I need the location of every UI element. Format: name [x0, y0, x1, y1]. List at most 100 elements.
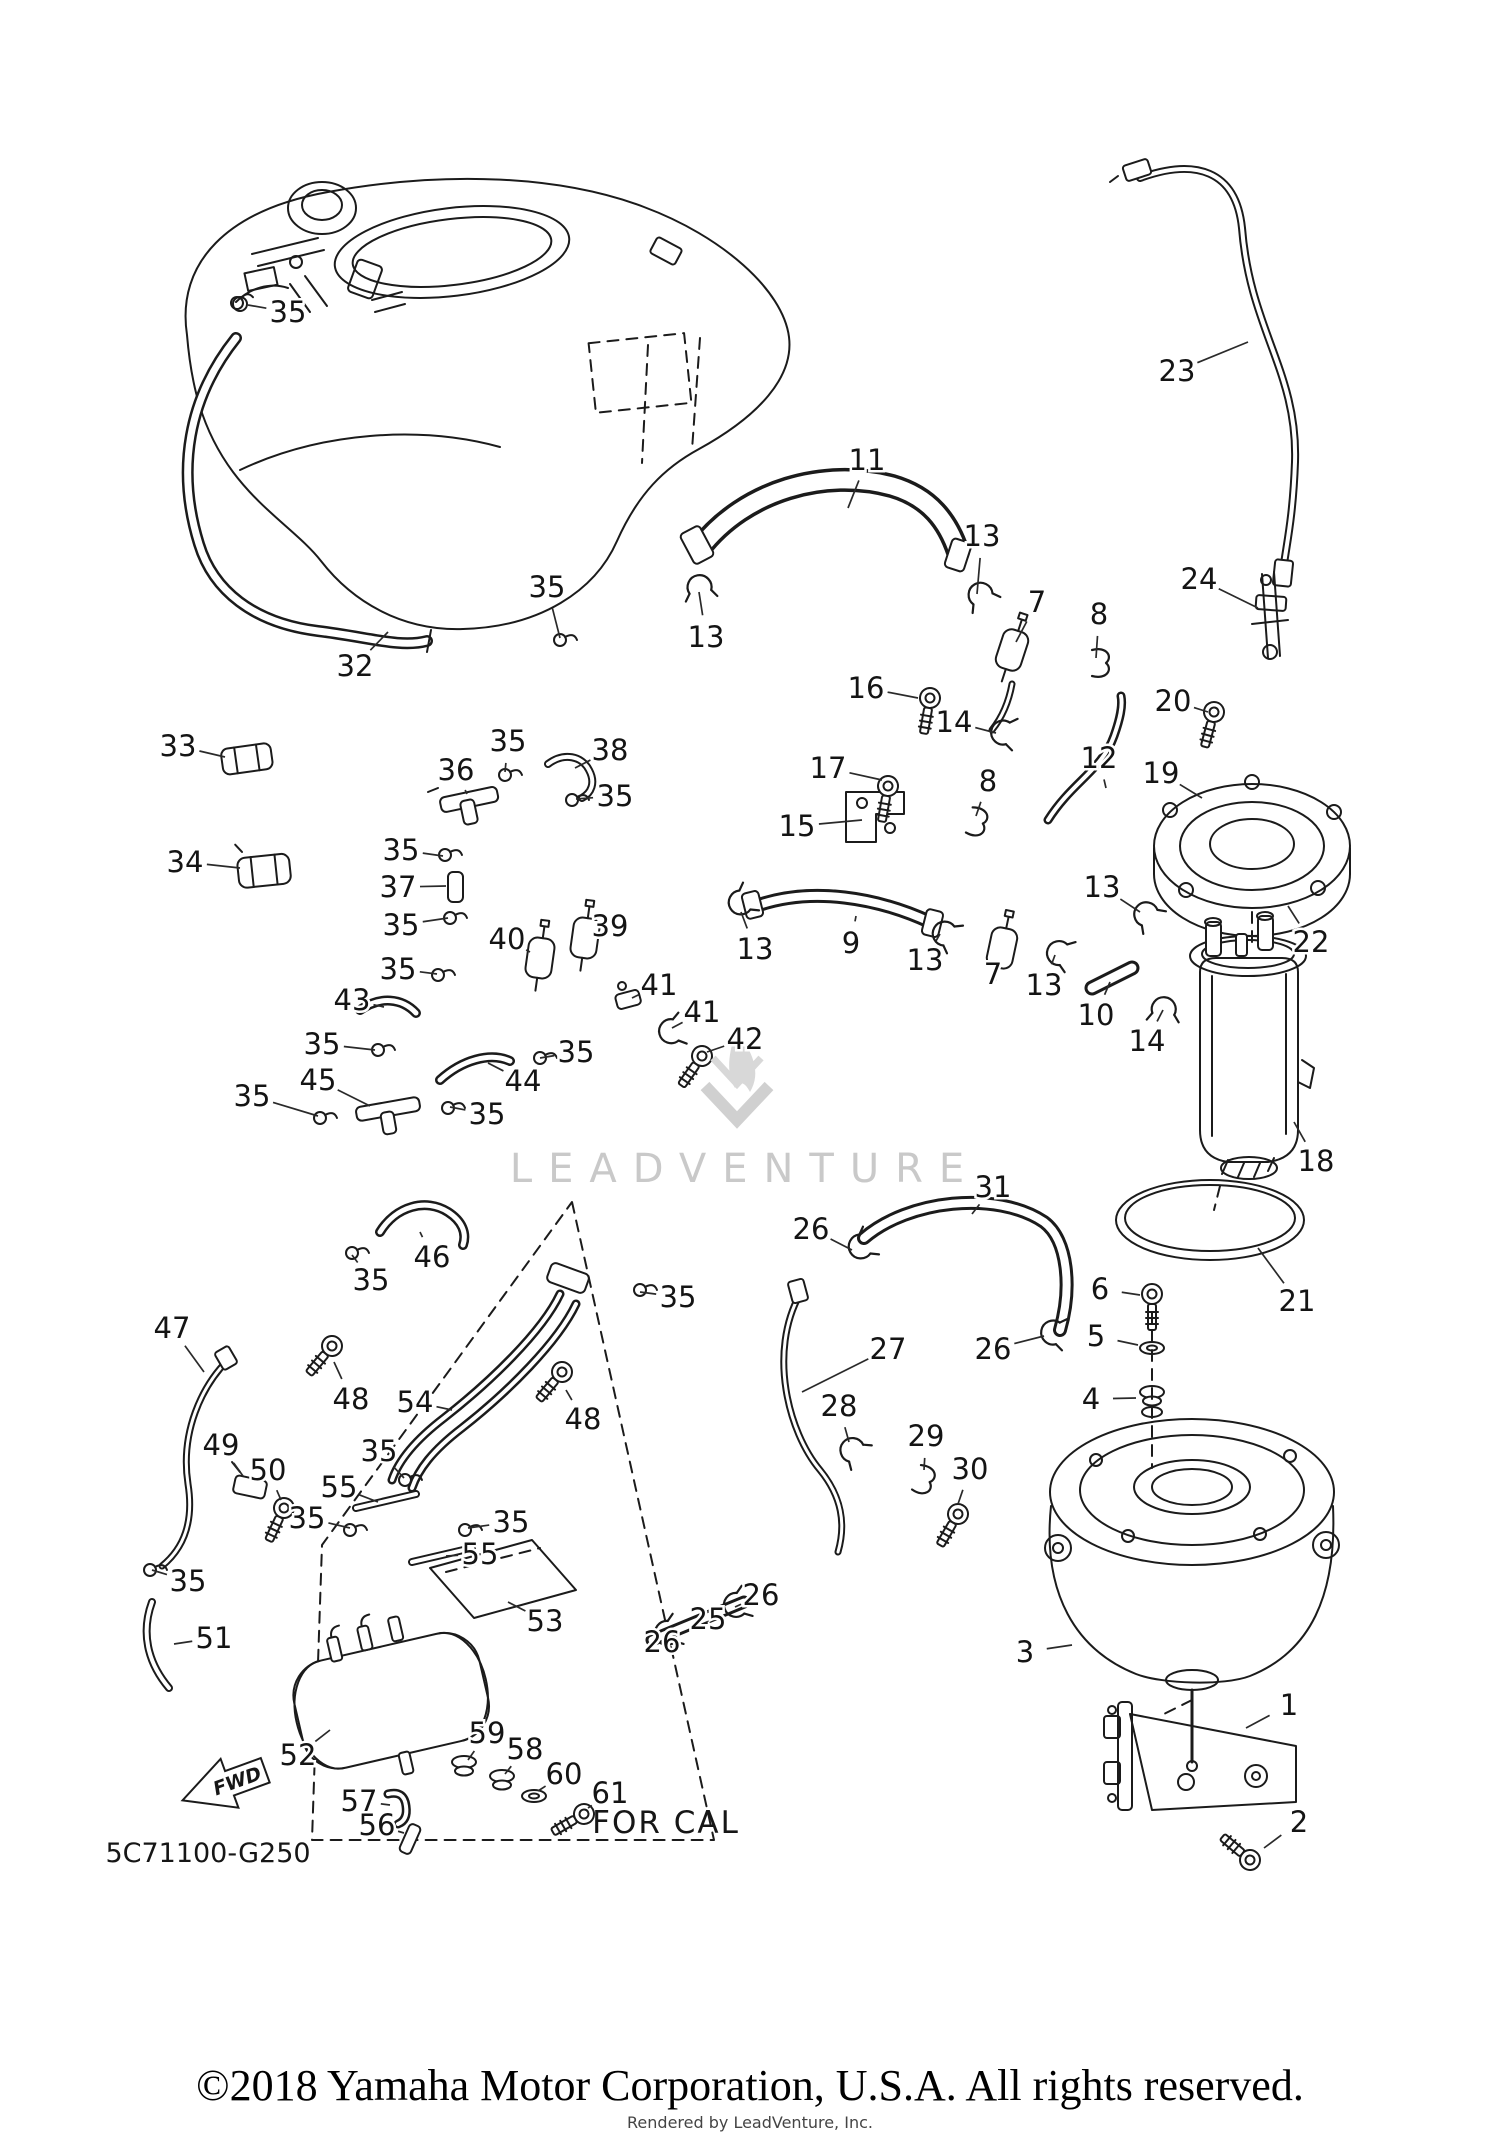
callout-35: 35: [380, 952, 417, 986]
leader-line: [333, 1361, 343, 1380]
leader-line: [830, 1238, 853, 1251]
leader-line: [734, 1603, 742, 1608]
leader-line: [1014, 1335, 1045, 1345]
callout-11: 11: [849, 443, 886, 477]
leader-line: [1050, 954, 1056, 965]
leader-line: [639, 1291, 657, 1295]
watermark-flame-icon: [729, 1030, 756, 1092]
leader-line: [272, 1101, 319, 1117]
callout-50: 50: [250, 1453, 287, 1487]
callout-18: 18: [1298, 1144, 1335, 1178]
callout-36: 36: [438, 753, 475, 787]
fwd-arrow-icon: [180, 1756, 271, 1809]
callout-1: 1: [1280, 1688, 1298, 1722]
callout-49: 49: [203, 1428, 240, 1462]
callout-61: 61: [592, 1776, 629, 1810]
leader-line: [351, 1254, 359, 1263]
callout-30: 30: [952, 1452, 989, 1486]
callout-8: 8: [1090, 597, 1108, 631]
callout-48: 48: [333, 1382, 370, 1416]
callout-58: 58: [507, 1732, 544, 1766]
leader-line: [1112, 1397, 1137, 1400]
callout-42: 42: [727, 1022, 764, 1056]
callout-55: 55: [462, 1537, 499, 1571]
leader-line: [631, 993, 640, 999]
callout-35: 35: [361, 1434, 398, 1468]
leader-line: [487, 1062, 504, 1072]
canister: [292, 1613, 599, 1855]
callout-35: 35: [660, 1280, 697, 1314]
leader-line: [1287, 905, 1300, 924]
callout-14: 14: [936, 705, 973, 739]
leader-line: [1179, 783, 1203, 799]
callout-37: 37: [380, 870, 417, 904]
callout-8: 8: [979, 764, 997, 798]
callout-25: 25: [690, 1602, 727, 1636]
leader-line: [369, 631, 389, 651]
callout-17: 17: [810, 751, 847, 785]
leader-line: [1197, 341, 1249, 364]
rendered-by-text: Rendered by LeadVenture, Inc.: [627, 2113, 873, 2132]
callout-13: 13: [1084, 870, 1121, 904]
callout-54: 54: [397, 1385, 434, 1419]
callout-35: 35: [383, 908, 420, 942]
leader-line: [818, 819, 863, 825]
leader-line: [935, 933, 941, 942]
leader-line: [847, 480, 860, 509]
leader-line: [436, 1405, 453, 1411]
callout-35: 35: [270, 295, 307, 329]
leader-line: [445, 1554, 459, 1557]
mount-bracket: [1103, 1699, 1297, 1876]
leader-line: [337, 1089, 371, 1107]
for-cal-label: FOR CAL: [592, 1805, 740, 1841]
callout-35: 35: [493, 1505, 530, 1539]
callout-21: 21: [1279, 1284, 1316, 1318]
pump-bowl: [1044, 1418, 1340, 1772]
callout-35: 35: [597, 779, 634, 813]
copyright-text: ©2018 Yamaha Motor Corporation, U.S.A. A…: [196, 2061, 1304, 2110]
hose-11: [679, 467, 973, 573]
callout-35: 35: [529, 570, 566, 604]
callout-32: 32: [337, 649, 374, 683]
callout-53: 53: [527, 1604, 564, 1638]
leader-line: [525, 949, 531, 953]
leader-line: [575, 796, 594, 800]
fwd-arrow: FWD: [180, 1756, 271, 1809]
leader-line: [971, 1203, 981, 1215]
callout-47: 47: [154, 1311, 191, 1345]
leader-line: [419, 885, 447, 888]
callout-6: 6: [1091, 1272, 1109, 1306]
callout-55: 55: [321, 1470, 358, 1504]
callout-34: 34: [167, 845, 204, 879]
callout-26: 26: [743, 1578, 780, 1612]
leader-line: [976, 557, 981, 595]
leader-line: [1103, 981, 1111, 996]
callout-35: 35: [234, 1079, 271, 1113]
leader-line: [449, 1106, 466, 1111]
leader-line: [706, 1045, 725, 1053]
callout-41: 41: [684, 995, 721, 1029]
leader-line: [1095, 635, 1099, 659]
leader-line: [1103, 779, 1107, 789]
fuel-pump: [1189, 911, 1315, 1211]
callout-28: 28: [821, 1389, 858, 1423]
leader-line: [247, 304, 267, 310]
o-ring-21: [1115, 1179, 1305, 1261]
hose-9-10-12: [740, 691, 1140, 996]
leader-line: [343, 1045, 376, 1051]
callout-9: 9: [842, 926, 860, 960]
callout-35: 35: [170, 1564, 207, 1598]
watermark-text: LEADVENTURE: [510, 1146, 980, 1192]
leader-line: [328, 1522, 351, 1529]
leader-line: [849, 771, 883, 781]
diagram-linework: [142, 158, 1351, 1876]
leader-line: [419, 1231, 424, 1238]
leader-line: [957, 1489, 964, 1505]
leader-line: [393, 1466, 405, 1479]
callout-14: 14: [1129, 1024, 1166, 1058]
callout-4: 4: [1082, 1382, 1100, 1416]
callout-48: 48: [565, 1402, 602, 1436]
leader-line: [975, 801, 982, 817]
